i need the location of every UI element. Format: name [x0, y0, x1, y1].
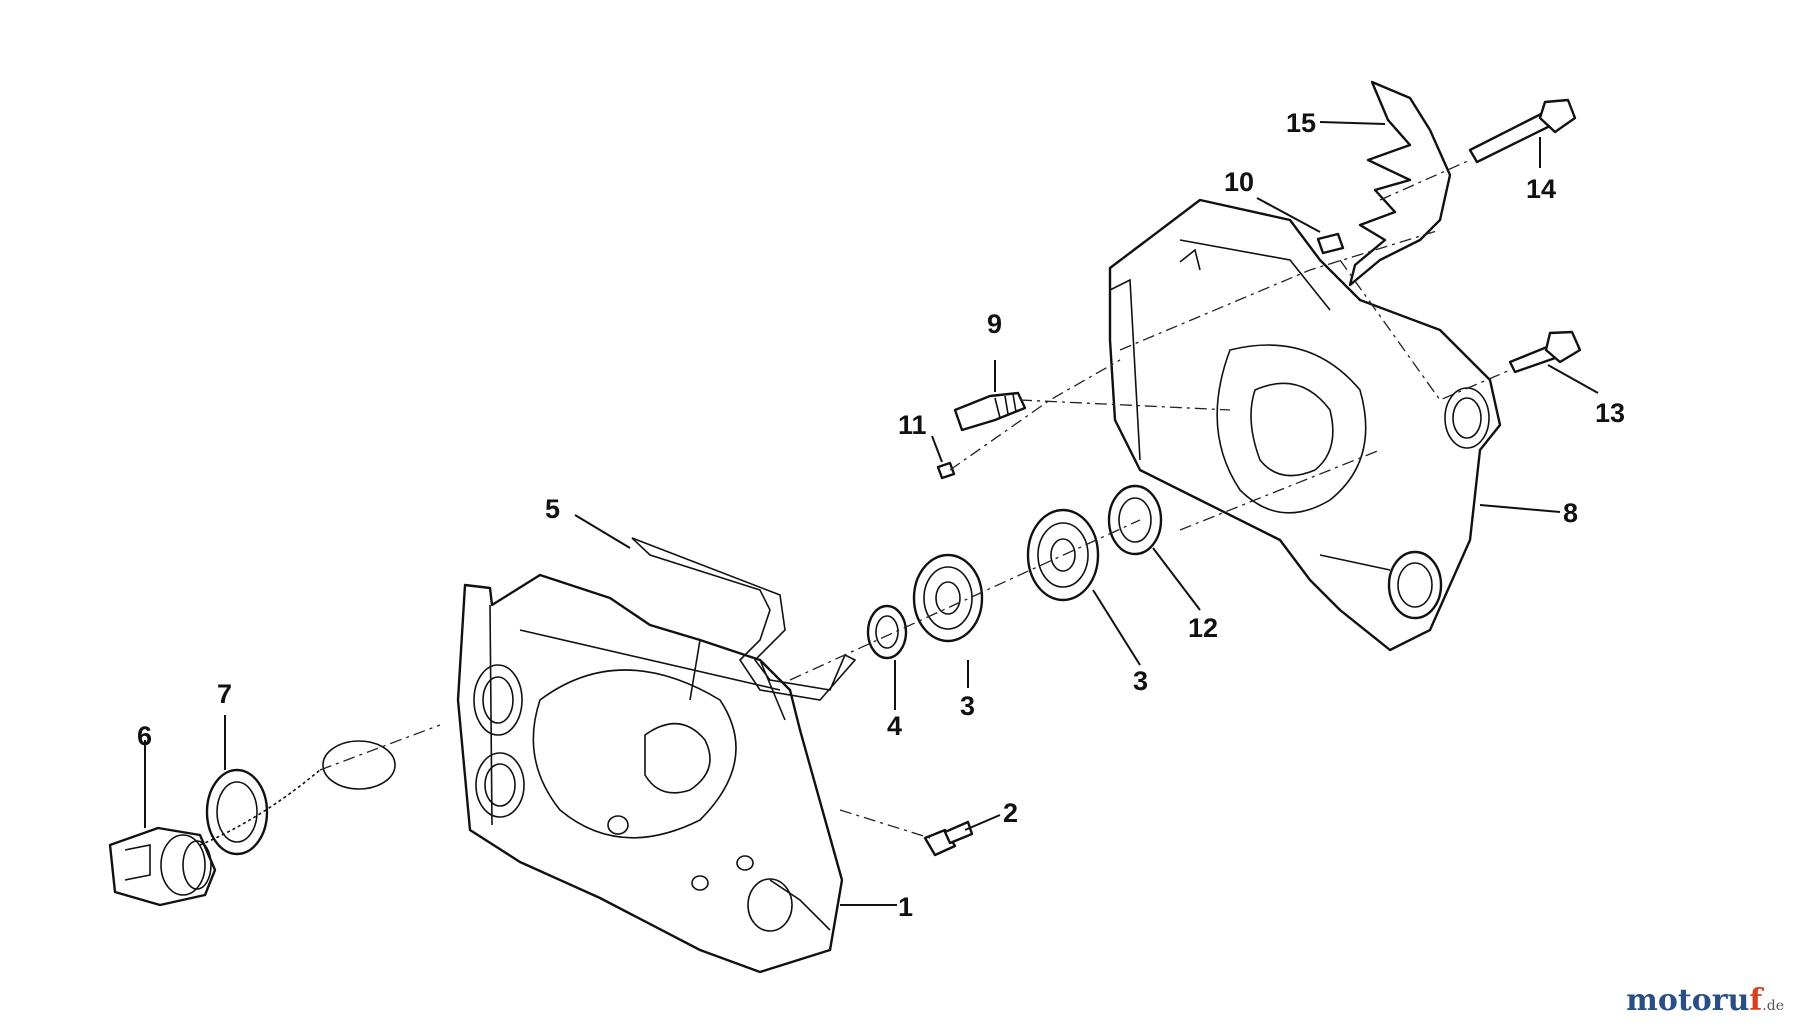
- dowel-pin: [936, 461, 956, 480]
- assembly-lines: [319, 159, 1511, 839]
- bolt-long: [1468, 98, 1577, 164]
- leader-lines: [144, 121, 1599, 906]
- watermark-main: motoru: [1626, 983, 1750, 1018]
- callout-3-left: 3: [960, 691, 975, 721]
- plug-seal-ring: [199, 740, 396, 856]
- bumper-spike-bracket: [1348, 80, 1452, 287]
- callout-15: 15: [1286, 108, 1316, 138]
- callout-3-right: 3: [1133, 666, 1148, 696]
- callout-7: 7: [217, 679, 232, 709]
- crankcase-right-half: [1108, 198, 1502, 652]
- callout-13: 13: [1595, 398, 1625, 428]
- bearing-left: [912, 553, 984, 643]
- callout-10: 10: [1224, 167, 1254, 197]
- callout-8: 8: [1563, 498, 1578, 528]
- callout-11: 11: [898, 410, 927, 440]
- shaft-seal-left: [866, 604, 908, 660]
- callout-5: 5: [545, 494, 560, 524]
- callout-4: 4: [887, 711, 902, 741]
- shaft-seal-right: [1107, 484, 1163, 556]
- crankcase-left-half: [456, 573, 844, 974]
- bolt-short: [1508, 330, 1582, 374]
- oil-plug: [108, 826, 217, 907]
- callout-6: 6: [137, 721, 152, 751]
- stud-pin: [1316, 232, 1345, 255]
- callout-2: 2: [1003, 798, 1018, 828]
- callout-1: 1: [898, 892, 913, 922]
- small-screw: [923, 820, 974, 857]
- watermark-logo: motoruf.de: [1626, 983, 1784, 1018]
- callout-9: 9: [987, 309, 1002, 339]
- callout-12: 12: [1188, 613, 1218, 643]
- dowel-screw: [953, 391, 1027, 432]
- watermark-accent: f: [1749, 983, 1763, 1018]
- callout-14: 14: [1526, 174, 1556, 204]
- crankcase-gasket: [631, 537, 857, 701]
- watermark-tld: .de: [1762, 998, 1784, 1014]
